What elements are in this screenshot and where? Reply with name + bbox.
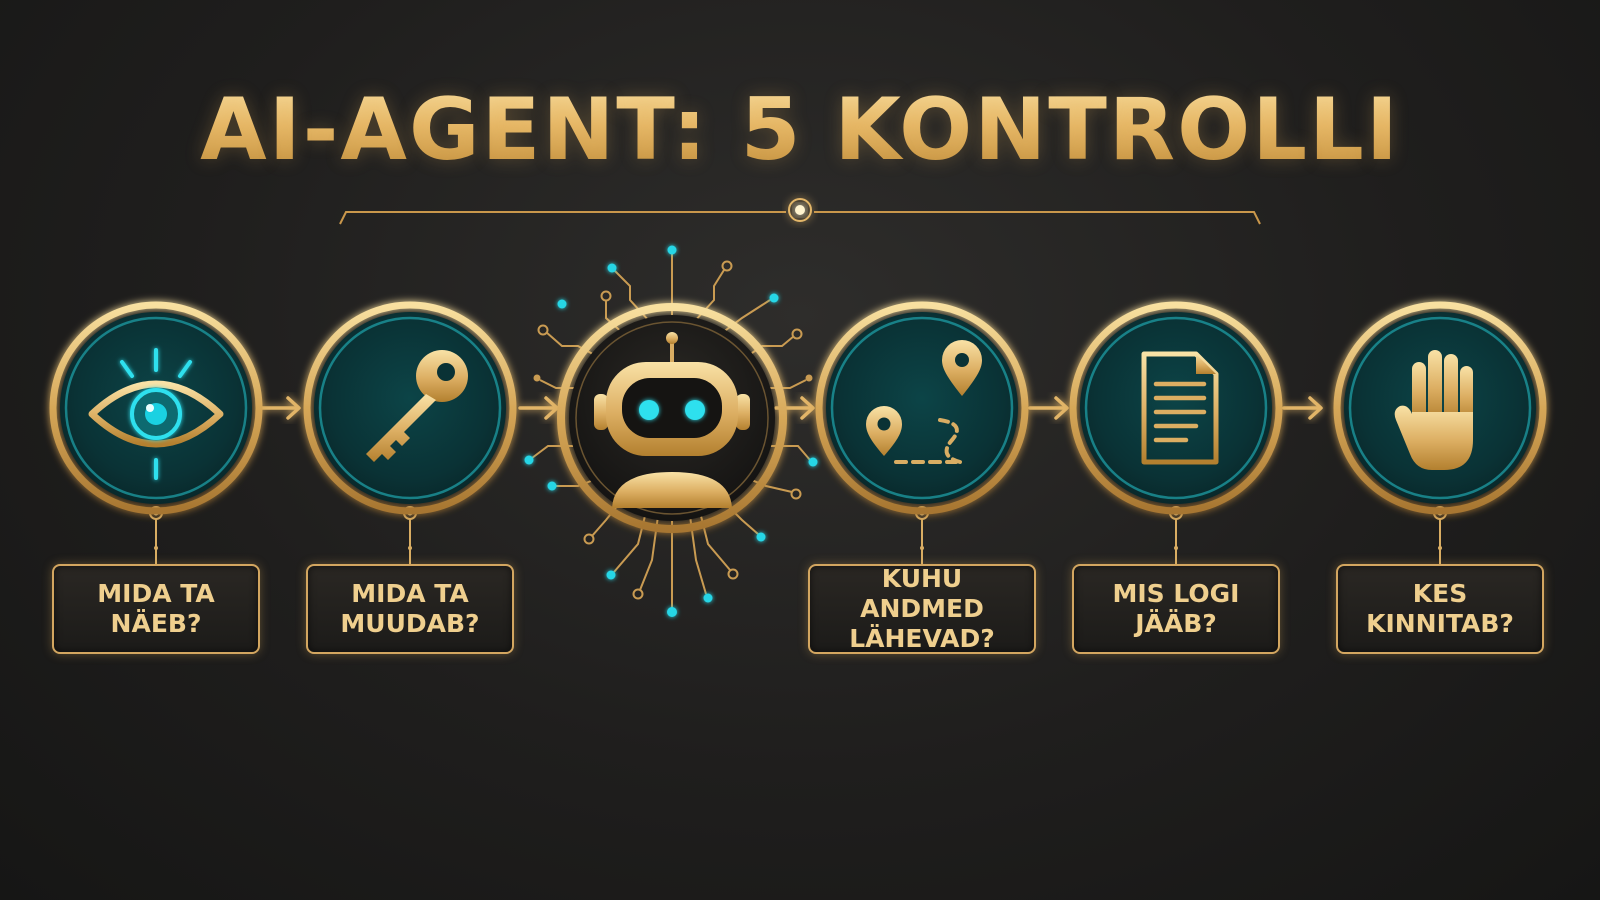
connector-3 (915, 506, 929, 564)
step-label-2: MIDA TA MUUDAB? (340, 579, 480, 638)
stop-hand-icon (1394, 350, 1473, 470)
connector-4 (1169, 506, 1183, 564)
diagram-title: AI-AGENT: 5 KONTROLLI (0, 80, 1600, 180)
step-label-4: MIS LOGI JÄÄB? (1112, 579, 1240, 638)
arrow-2-to-center (518, 396, 559, 420)
route-map-pins-icon (866, 340, 982, 464)
arrow-3-to-4 (1028, 396, 1069, 420)
key-icon (366, 350, 468, 462)
connector-2 (403, 506, 417, 564)
circuit-ray-nodes (524, 245, 818, 617)
connector-1 (149, 506, 163, 564)
connector-5 (1433, 506, 1447, 564)
step-node-5 (1333, 301, 1547, 515)
eye-icon (88, 348, 224, 480)
step-label-5: KES KINNITAB? (1366, 579, 1514, 638)
step-label-box-2: MIDA TA MUUDAB? (306, 564, 514, 654)
step-label-box-3: KUHU ANDMED LÄHEVAD? (808, 564, 1036, 654)
step-label-box-5: KES KINNITAB? (1336, 564, 1544, 654)
step-label-1: MIDA TA NÄEB? (97, 579, 215, 638)
step-node-2 (303, 301, 517, 515)
label-connectors (149, 506, 1447, 564)
step-label-box-4: MIS LOGI JÄÄB? (1072, 564, 1280, 654)
arrow-4-to-5 (1282, 396, 1323, 420)
step-node-4 (1069, 301, 1283, 515)
title-divider (339, 198, 1261, 225)
flow-arrows (260, 396, 1323, 420)
document-log-icon (1141, 351, 1219, 465)
step-node-1 (49, 301, 263, 515)
step-label-3: KUHU ANDMED LÄHEVAD? (849, 564, 995, 653)
step-node-3 (815, 301, 1029, 515)
robot-icon (594, 332, 750, 508)
arrow-1-to-2 (260, 396, 301, 420)
step-label-box-1: MIDA TA NÄEB? (52, 564, 260, 654)
center-robot-node (557, 303, 787, 533)
